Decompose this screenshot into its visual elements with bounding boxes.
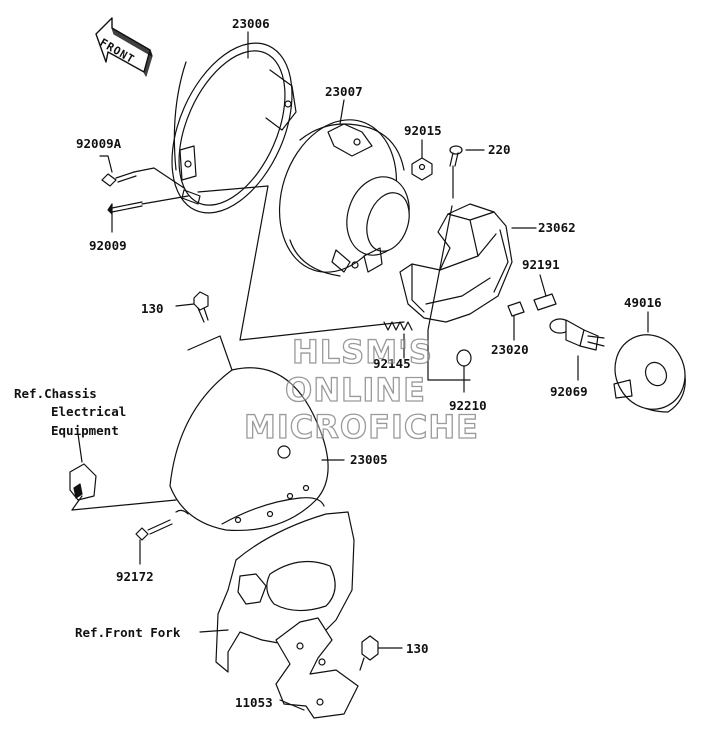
- label-220: 220: [488, 142, 511, 157]
- label-11053: 11053: [235, 695, 273, 710]
- label-92069: 92069: [550, 384, 588, 399]
- stay-11053: [275, 617, 359, 719]
- leader-line: [197, 185, 405, 341]
- headlight-housing: [278, 119, 410, 277]
- ref-chassis-line2: Electrical: [51, 404, 127, 419]
- label-92172: 92172: [116, 569, 154, 584]
- label-92145: 92145: [373, 356, 411, 371]
- watermark-line2: ONLINE: [284, 371, 426, 409]
- label-92009A: 92009A: [76, 136, 122, 151]
- headlight-lens-23005: [169, 335, 345, 532]
- label-92191: 92191: [522, 257, 560, 272]
- label-130-top: 130: [141, 301, 164, 316]
- label-92210: 92210: [449, 398, 487, 413]
- connector-chassis: [69, 433, 177, 511]
- label-23020: 23020: [491, 342, 529, 357]
- bolt-130-top: [175, 291, 209, 323]
- watermark-line1: HLSM'S: [291, 333, 433, 371]
- label-92009: 92009: [89, 238, 127, 253]
- label-130-bottom: 130: [406, 641, 429, 656]
- label-23006: 23006: [232, 16, 270, 31]
- screw-92009: [107, 195, 189, 233]
- label-23005: 23005: [350, 452, 388, 467]
- screw-92172: [135, 519, 173, 565]
- tube-92191: [533, 274, 557, 311]
- ref-chassis-line3: Equipment: [51, 423, 119, 438]
- screw-92009A: [99, 155, 185, 189]
- label-23007: 23007: [325, 84, 363, 99]
- nut-92015: [411, 139, 433, 181]
- spring-92145: [383, 321, 413, 359]
- watermark-line3: MICROFICHE: [243, 408, 479, 446]
- label-23062: 23062: [538, 220, 576, 235]
- front-arrow-icon: [95, 17, 153, 77]
- headlight-bracket: [399, 203, 537, 323]
- bulb-92069: [549, 318, 605, 381]
- leader-line: [339, 99, 345, 125]
- label-92015: 92015: [404, 123, 442, 138]
- bolt-130-bottom: [359, 635, 403, 671]
- screw-220: [449, 145, 485, 199]
- bulb-cover-49016: [613, 311, 686, 413]
- label-49016: 49016: [624, 295, 662, 310]
- headlight-rim: [171, 42, 297, 214]
- washer-92210: [456, 349, 472, 393]
- fork-cover: [199, 511, 355, 673]
- ref-chassis-line1: Ref.Chassis: [14, 386, 97, 401]
- leader-line: [427, 205, 471, 381]
- socket-23020: [507, 301, 525, 341]
- ref-front-fork: Ref.Front Fork: [75, 625, 181, 640]
